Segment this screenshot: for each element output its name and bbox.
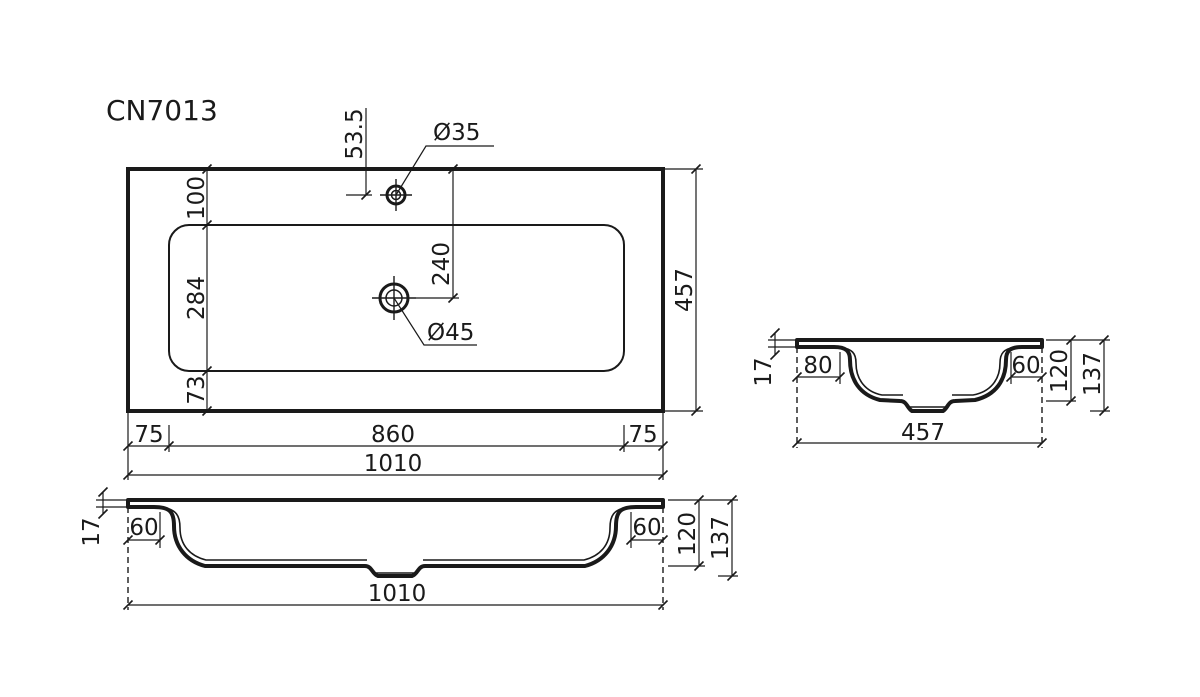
dim-left-margin: 75: [134, 422, 163, 448]
countertop-outline: [126, 167, 665, 413]
dim-back-margin: 100: [184, 176, 210, 220]
model-title: CN7013: [106, 94, 218, 127]
dim-side-bowl-height: 120: [1047, 349, 1073, 393]
front-section-outline: [126, 498, 665, 578]
bowl-outline: [168, 224, 625, 372]
dim-front-left-edge: 60: [129, 515, 158, 541]
dim-bowl-depth: 284: [184, 276, 210, 320]
front-section-view: 60 60 17 120 137 1010: [79, 486, 738, 611]
dim-bowl-length: 860: [371, 422, 415, 448]
dim-front-bowl-height: 120: [675, 512, 701, 556]
dim-front-width: 1010: [368, 581, 427, 607]
dim-depth: 457: [672, 268, 698, 312]
dim-front-right-edge: 60: [632, 515, 661, 541]
dim-total-width: 1010: [364, 451, 423, 477]
tap-hole: [380, 179, 412, 211]
dim-front-total-height: 137: [708, 516, 734, 560]
dim-front-margin: 73: [184, 375, 210, 404]
dim-tap-diameter: Ø35: [433, 120, 480, 146]
dim-tap-offset: 53.5: [342, 108, 368, 159]
dim-side-depth: 457: [901, 420, 945, 446]
dim-right-margin: 75: [628, 422, 657, 448]
top-view: 100 284 73 53.5 Ø35 240 Ø45 457 75 860 7…: [122, 108, 703, 481]
side-section-view: 80 60 17 120 137 457: [751, 327, 1110, 449]
dim-side-total-height: 137: [1080, 352, 1106, 396]
dim-side-back-edge: 80: [803, 353, 832, 379]
side-section-outline: [795, 338, 1044, 413]
dim-side-front-edge: 60: [1011, 353, 1040, 379]
dim-drain-offset: 240: [429, 242, 455, 286]
dim-front-rim: 17: [79, 517, 105, 546]
dim-side-rim: 17: [751, 357, 777, 386]
dim-drain-diameter: Ø45: [427, 320, 474, 346]
